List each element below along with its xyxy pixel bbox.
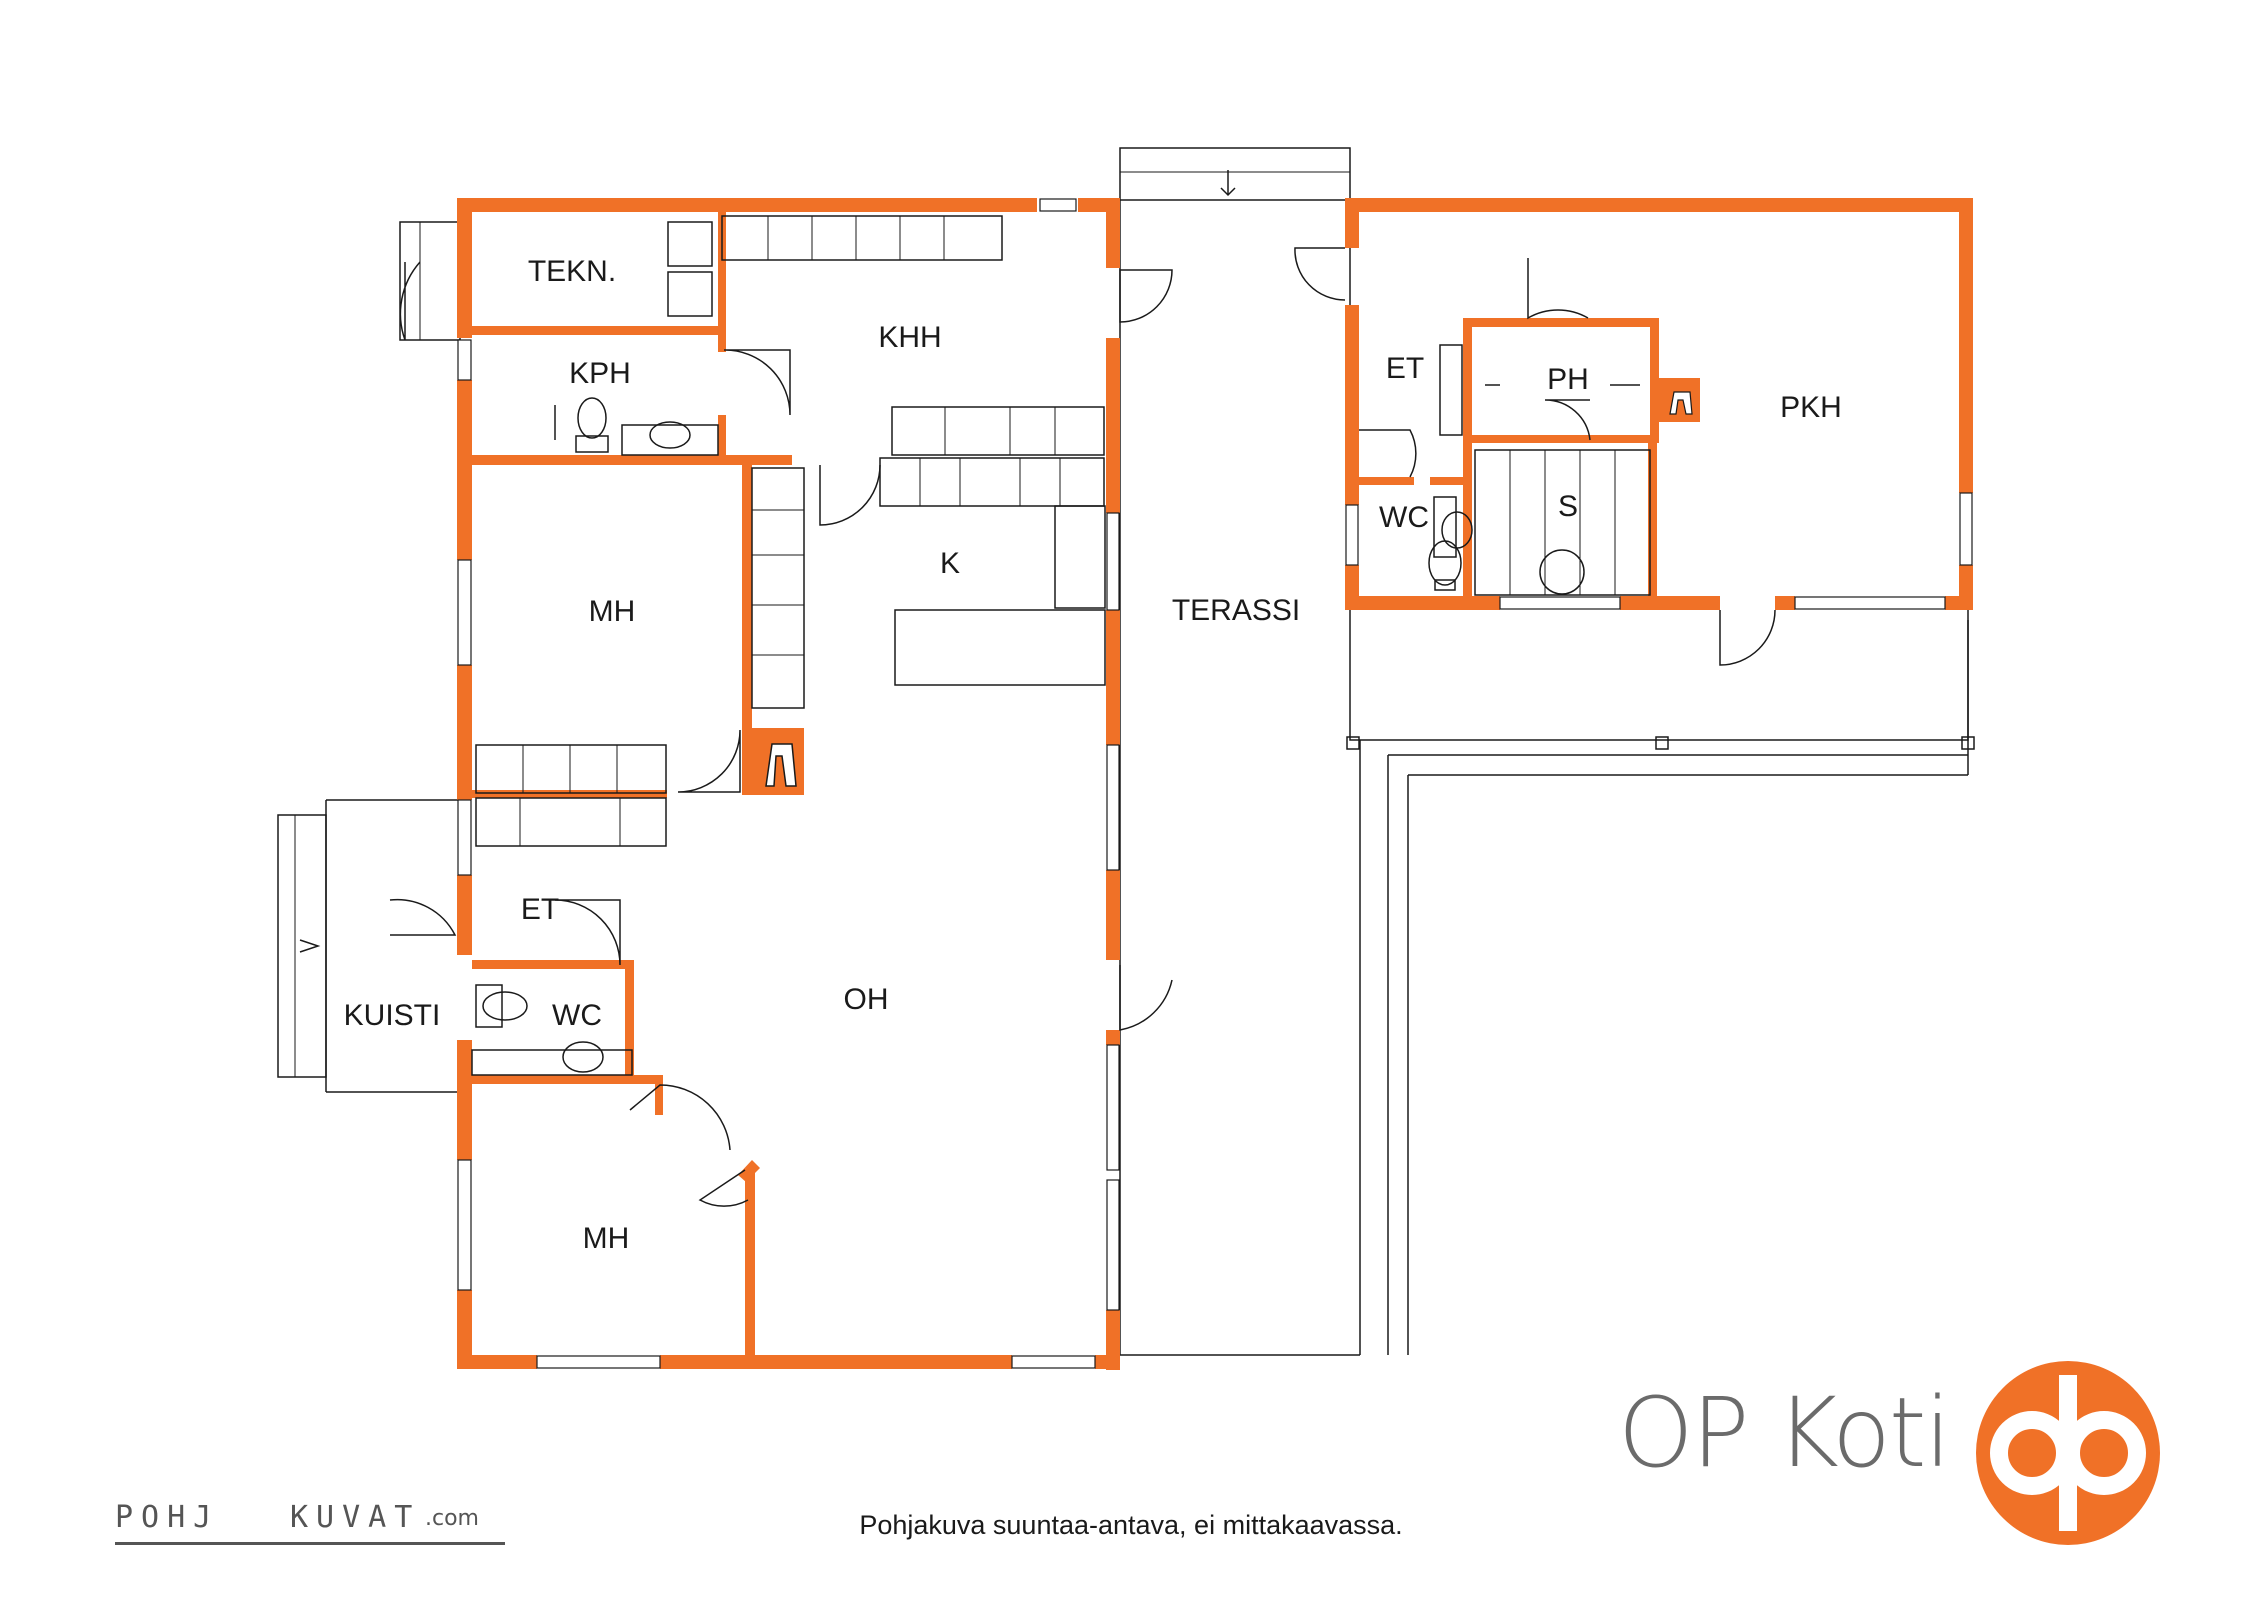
room-label-mh-upper: MH xyxy=(589,595,636,628)
pohjakuvat-left-text: POHJ xyxy=(115,1500,220,1535)
kuisti-outline xyxy=(277,799,460,1093)
fixtures xyxy=(471,215,1651,1076)
pohjakuvat-underline xyxy=(115,1542,505,1545)
room-label-k: K xyxy=(940,547,960,580)
room-label-wc-right: WC xyxy=(1379,501,1429,534)
fireplace-icon xyxy=(752,728,804,795)
room-label-oh: OH xyxy=(844,983,889,1016)
room-label-kph: KPH xyxy=(569,357,631,390)
doors xyxy=(389,247,1776,1207)
room-label-kuisti: KUISTI xyxy=(344,999,441,1032)
room-label-tekn: TEKN. xyxy=(528,255,616,288)
windows xyxy=(457,198,1973,1369)
pohjakuvat-suffix: .com xyxy=(425,1506,479,1531)
room-label-ph: PH xyxy=(1547,363,1589,396)
op-logo-icon xyxy=(1976,1361,2160,1545)
pohjakuvat-logo: POHJ KUVAT .com xyxy=(115,1500,505,1550)
room-label-pkh: PKH xyxy=(1780,391,1842,424)
disclaimer-caption: Pohjakuva suuntaa-antava, ei mittakaavas… xyxy=(859,1510,1403,1540)
room-label-terassi: TERASSI xyxy=(1172,594,1300,627)
entry-steps xyxy=(399,221,461,341)
terrace-outline xyxy=(1119,147,1975,1356)
room-label-et-left: ET xyxy=(521,893,559,926)
op-koti-wordmark: OP Koti xyxy=(1618,1377,1951,1489)
room-labels: TEKN. KHH KPH K MH TERASSI ET PH PKH WC … xyxy=(344,255,1842,1255)
sauna-building-walls xyxy=(1345,198,1973,610)
room-label-et-right: ET xyxy=(1386,352,1424,385)
room-label-mh-lower: MH xyxy=(583,1222,630,1255)
room-label-khh: KHH xyxy=(878,321,941,354)
pohjakuvat-right-text: KUVAT xyxy=(290,1500,421,1535)
room-label-wc-left: WC xyxy=(552,999,602,1032)
room-label-s: S xyxy=(1558,490,1578,523)
